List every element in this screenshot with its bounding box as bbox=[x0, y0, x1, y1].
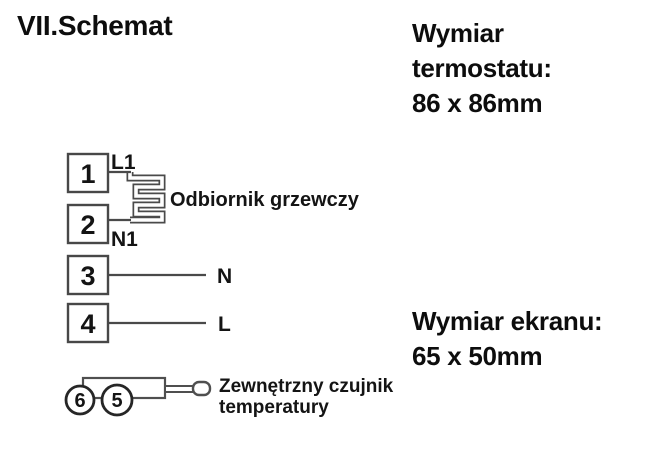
external-sensor-label-line1: Zewnętrzny czujnik bbox=[219, 376, 394, 397]
note-line: termostatu: bbox=[412, 53, 552, 83]
section-title: VII.Schemat bbox=[17, 10, 173, 41]
note-line: Wymiar ekranu: bbox=[412, 306, 603, 336]
wire-label-l: L bbox=[218, 313, 231, 336]
terminal-3-box bbox=[66, 254, 110, 296]
terminal-2-number: 2 bbox=[80, 210, 95, 240]
sensor-terminal-6-ring bbox=[64, 384, 96, 416]
terminal-1-box bbox=[66, 152, 110, 194]
sensor-terminal-5-number: 5 bbox=[111, 390, 122, 412]
terminal-4-number: 4 bbox=[80, 309, 95, 339]
heating-receiver-label: Odbiornik grzewczy bbox=[170, 189, 360, 211]
terminal-4-box bbox=[66, 302, 110, 344]
note-line: 86 x 86mm bbox=[412, 88, 543, 118]
sensor-tip bbox=[191, 380, 212, 397]
wire-label-l1: L1 bbox=[111, 151, 136, 174]
sensor-terminal-6-number: 6 bbox=[74, 390, 85, 412]
terminal-1-number: 1 bbox=[80, 159, 95, 189]
note-line: 65 x 50mm bbox=[412, 341, 543, 371]
wire-label-n1: N1 bbox=[111, 228, 138, 251]
external-sensor-label-line2: temperatury bbox=[219, 397, 329, 418]
terminal-2-box bbox=[66, 203, 110, 245]
sensor-stem bbox=[164, 385, 195, 393]
wiring-schematic-diagram: 1 2 3 4 L1 N1 N L Odbiornik grzewczy 6 5… bbox=[64, 151, 394, 418]
wire-label-n: N bbox=[217, 265, 232, 288]
thermostat-dimension-note: Wymiar termostatu: 86 x 86mm bbox=[412, 16, 552, 121]
sensor-terminal-5-ring bbox=[100, 383, 134, 417]
heating-element-symbol bbox=[126, 172, 166, 224]
screen-dimension-note: Wymiar ekranu: 65 x 50mm bbox=[412, 304, 603, 374]
terminal-3-number: 3 bbox=[80, 261, 95, 291]
heating-element-inner bbox=[128, 172, 164, 222]
note-line: Wymiar bbox=[412, 18, 504, 48]
